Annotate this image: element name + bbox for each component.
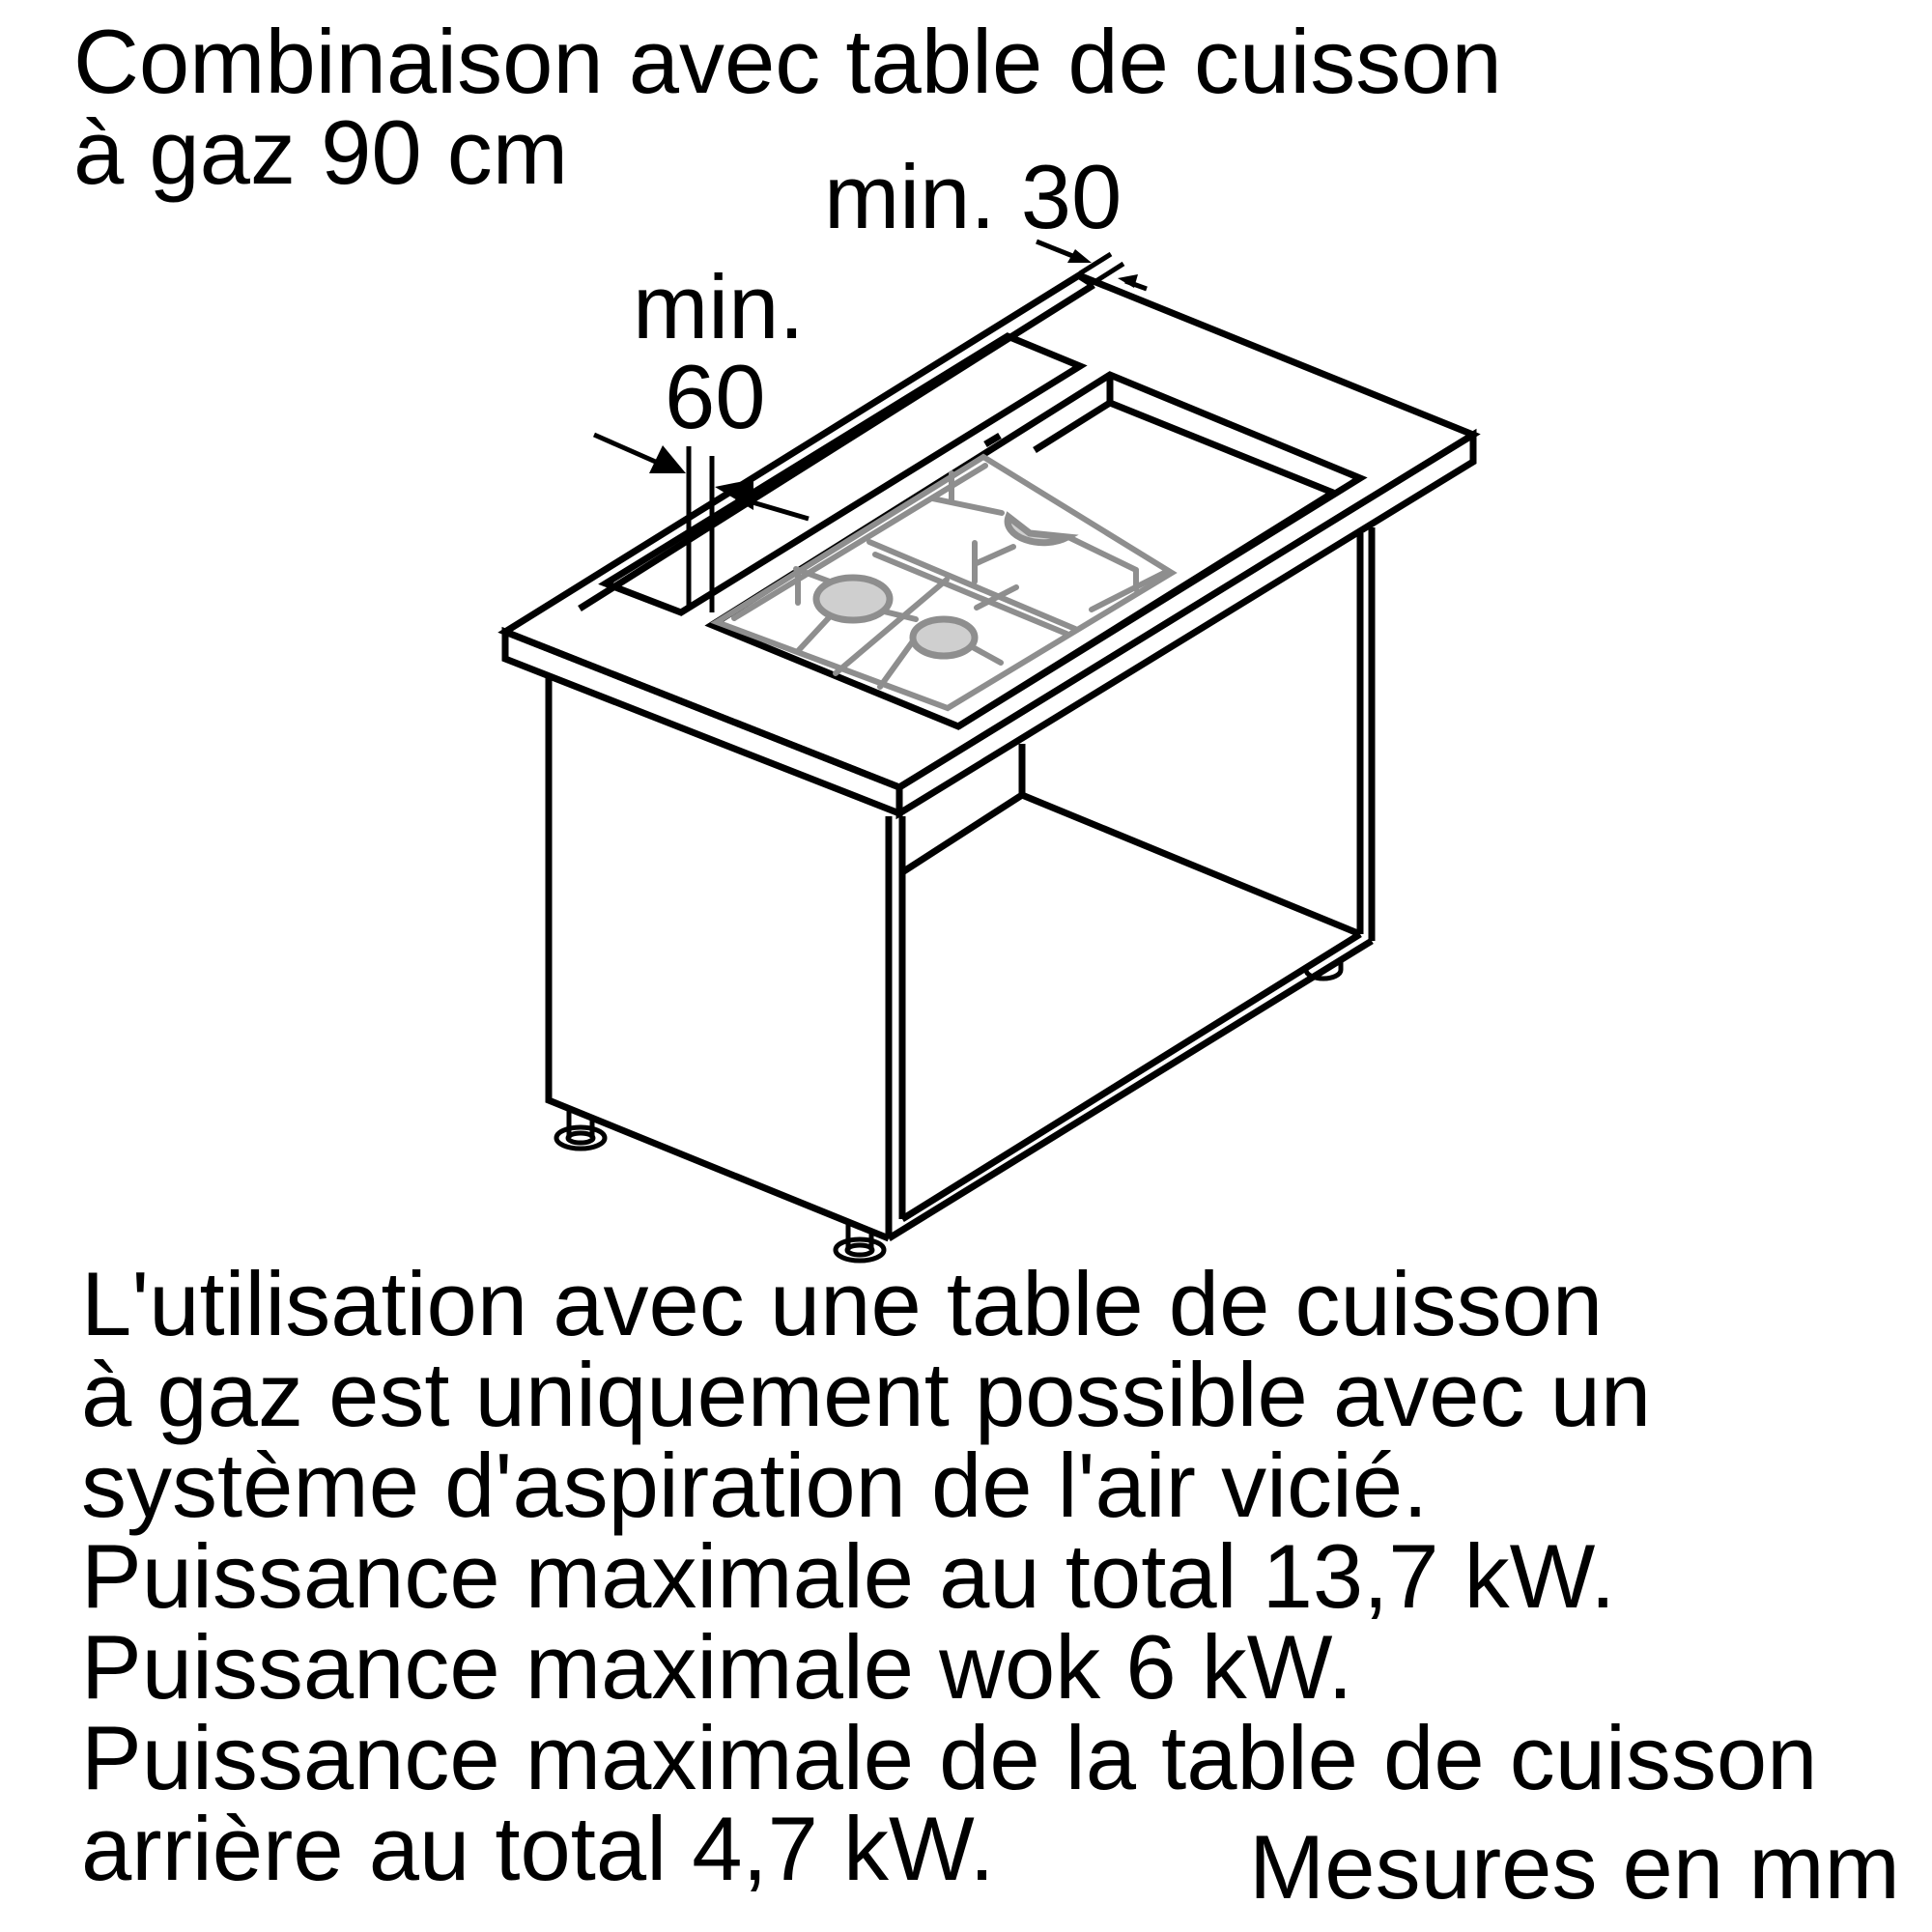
installation-notes: L'utilisation avec une table de cuisson … <box>81 1259 1817 1894</box>
wok-burner <box>1004 511 1079 547</box>
cabinet-left-panel <box>545 676 891 1242</box>
burner-front-right <box>909 615 979 660</box>
leg-front <box>833 1223 887 1264</box>
note-line: Puissance maximale wok 6 kW. <box>81 1616 1353 1718</box>
side-clearance-label-min: min. <box>633 256 805 357</box>
hob-grates <box>710 453 1178 712</box>
worktop-front-edge <box>501 626 903 819</box>
title-line: Combinaison avec table de cuisson <box>73 11 1502 112</box>
side-clearance-label-value: 60 <box>665 346 766 447</box>
title-line: à gaz 90 cm <box>73 101 569 203</box>
gas-hob <box>704 371 1368 730</box>
burner-front-left <box>812 574 894 624</box>
diagram-title: Combinaison avec table de cuisson à gaz … <box>73 16 1502 198</box>
dimension-min-60 <box>592 432 810 612</box>
leg-left <box>554 1111 608 1151</box>
rear-clearance-label: min. 30 <box>824 146 1122 247</box>
leg-right <box>1303 962 1344 981</box>
worktop-right-edge <box>895 428 1477 820</box>
note-line: L'utilisation avec une table de cuisson <box>81 1253 1604 1354</box>
units-note: Mesures en mm <box>1249 1816 1900 1918</box>
note-line: Puissance maximale de la table de cuisso… <box>81 1707 1818 1808</box>
downdraft-extractor <box>598 332 1088 616</box>
note-line: Puissance maximale au total 13,7 kW. <box>81 1525 1616 1627</box>
note-line: à gaz est uniquement possible avec un <box>81 1344 1652 1445</box>
note-line: système d'aspiration de l'air vicié. <box>81 1435 1429 1536</box>
note-line: arrière au total 4,7 kW. <box>81 1798 995 1899</box>
base-cabinet <box>545 527 1376 1264</box>
dimension-min-30 <box>1036 239 1148 292</box>
